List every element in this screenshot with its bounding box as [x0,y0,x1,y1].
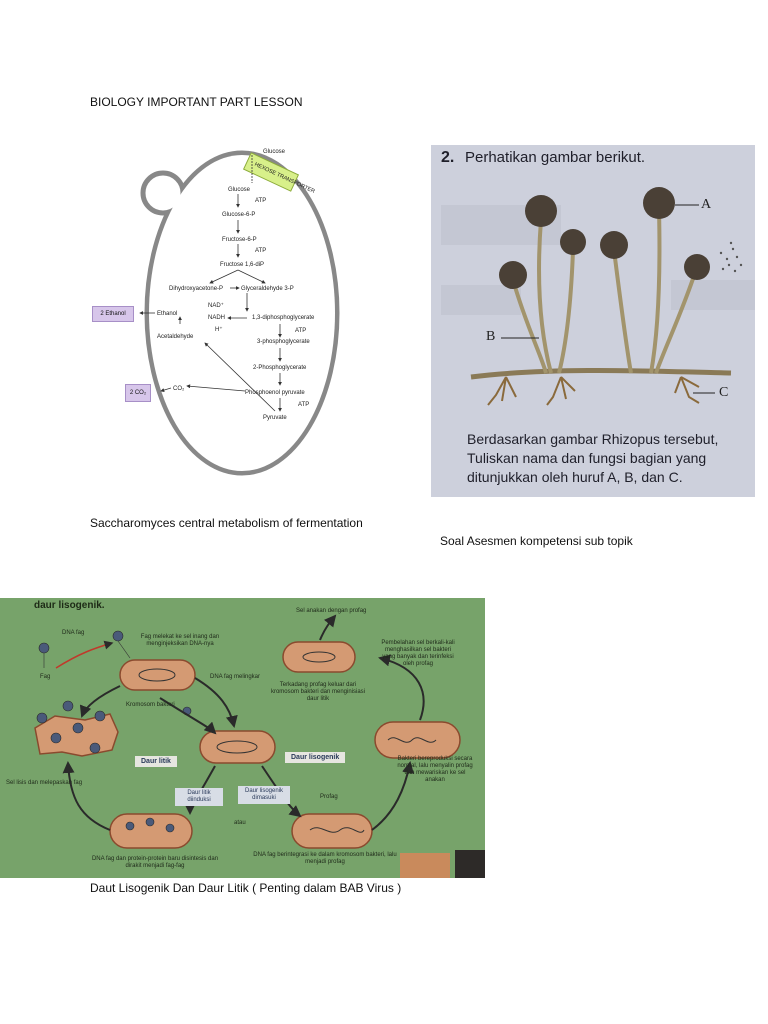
label-b: B [486,329,496,344]
nad-label: NAD⁺ [208,302,224,309]
fructose-diP-label: Fructose 1,6-diP [220,262,264,268]
dna-fag-melingkar-label: DNA fag melingkar [210,674,261,680]
dna-protein-label: DNA fag dan protein-protein baru disinte… [91,856,219,869]
question-line-3: ditunjukkan oleh huruf A, B, dan C. [467,469,683,485]
glucose-6-p-label: Glucose-6-P [222,212,255,218]
profag-label: Profag [320,794,338,800]
caption-soal: Soal Asesmen kompetensi sub topik [440,534,633,548]
co2-label: CO₂ [173,386,185,392]
daur-lisogenik-dimasuki-box: Daur lisogenik dimasuki [238,786,290,804]
atp-1-label: ATP [255,198,266,204]
kromosom-bakteri-label: Kromosom bakteri [126,702,175,708]
lytic-lysogenic-cycle-photo: daur lisogenik. [0,598,485,878]
pembelahan-label: Pembelahan sel berkali-kali menghasilkan… [381,640,455,667]
fructose-6-p-label: Fructose-6-P [222,237,257,243]
atp-2-label: ATP [255,248,266,254]
atau-label: atau [234,820,246,826]
question-number: 2. [441,149,455,166]
question-title: Perhatikan gambar berikut. [465,149,646,166]
caption-fermentation: Saccharomyces central metabolism of ferm… [90,516,363,530]
ethanol-label: Ethanol [157,311,177,317]
h-plus-label: H⁺ [215,326,223,333]
2-phosphoglycerate-label: 2-Phosphoglycerate [253,365,307,371]
sel-anakan-label: Sel anakan dengan profag [296,608,367,614]
pyruvate-label: Pyruvate [263,415,287,421]
terkadang-label: Terkadang profag keluar dari kromosom ba… [270,682,366,702]
sel-lisis-label: Sel lisis dan melepaskan fag [6,780,83,786]
question-text: Berdasarkan gambar Rhizopus tersebut, Tu… [467,430,752,487]
daur-litik-badge: Daur litik [135,756,177,767]
caption-virus: Daut Lisogenik Dan Daur Litik ( Penting … [90,881,402,895]
dna-fag-label: DNA fag [62,630,85,636]
atp-3-label: ATP [295,328,306,334]
glyceraldehyde-label: Glyceraldehyde 3-P [241,286,294,292]
bakteri-bereproduksi-label: Bakteri bereproduksi secara normal, lalu… [397,756,473,783]
diphosphoglycerate-label: 1,3-diphosphoglycerate [252,315,315,321]
ethanol-product-box: 2 Ethanol [92,306,134,322]
question-line-1: Berdasarkan gambar Rhizopus tersebut, [467,431,719,447]
co2-product-box: 2 CO₂ [125,384,151,402]
fermentation-diagram: HEXOSE TRANSPORTER Glucose Glucose ATP G… [135,143,340,480]
rhizopus-question-photo: 2. Perhatikan gambar berikut. [431,145,755,497]
nadh-label: NADH [208,315,225,321]
figure-top-title: daur lisogenik. [34,600,105,611]
3-phosphoglycerate-label: 3-phosphoglycerate [257,339,310,345]
glucose-outside: Glucose [263,149,286,155]
page-heading: BIOLOGY IMPORTANT PART LESSON [90,95,303,109]
acetaldehyde-label: Acetaldehyde [157,334,194,340]
glucose-label: Glucose [228,187,251,193]
fag-melekat-label: Fag melekat ke sel inang dan menginjeksi… [140,634,220,647]
phosphoenol-pyruvate-label: Phosphoenol pyruvate [245,390,305,396]
daur-litik-diinduksi-box: Daur litik diinduksi [175,788,223,806]
label-a: A [701,197,712,212]
atp-4-label: ATP [298,402,309,408]
dna-berintegrasi-label: DNA fag berintegrasi ke dalam kromosom b… [253,852,397,865]
fag-label: Fag [40,674,51,680]
daur-lisogenik-badge: Daur lisogenik [285,752,346,763]
question-line-2: Tuliskan nama dan fungsi bagian yang [467,450,707,466]
dihydroxyacetone-label: Dihydroxyacetone-P [169,286,223,292]
label-c: C [719,385,729,400]
